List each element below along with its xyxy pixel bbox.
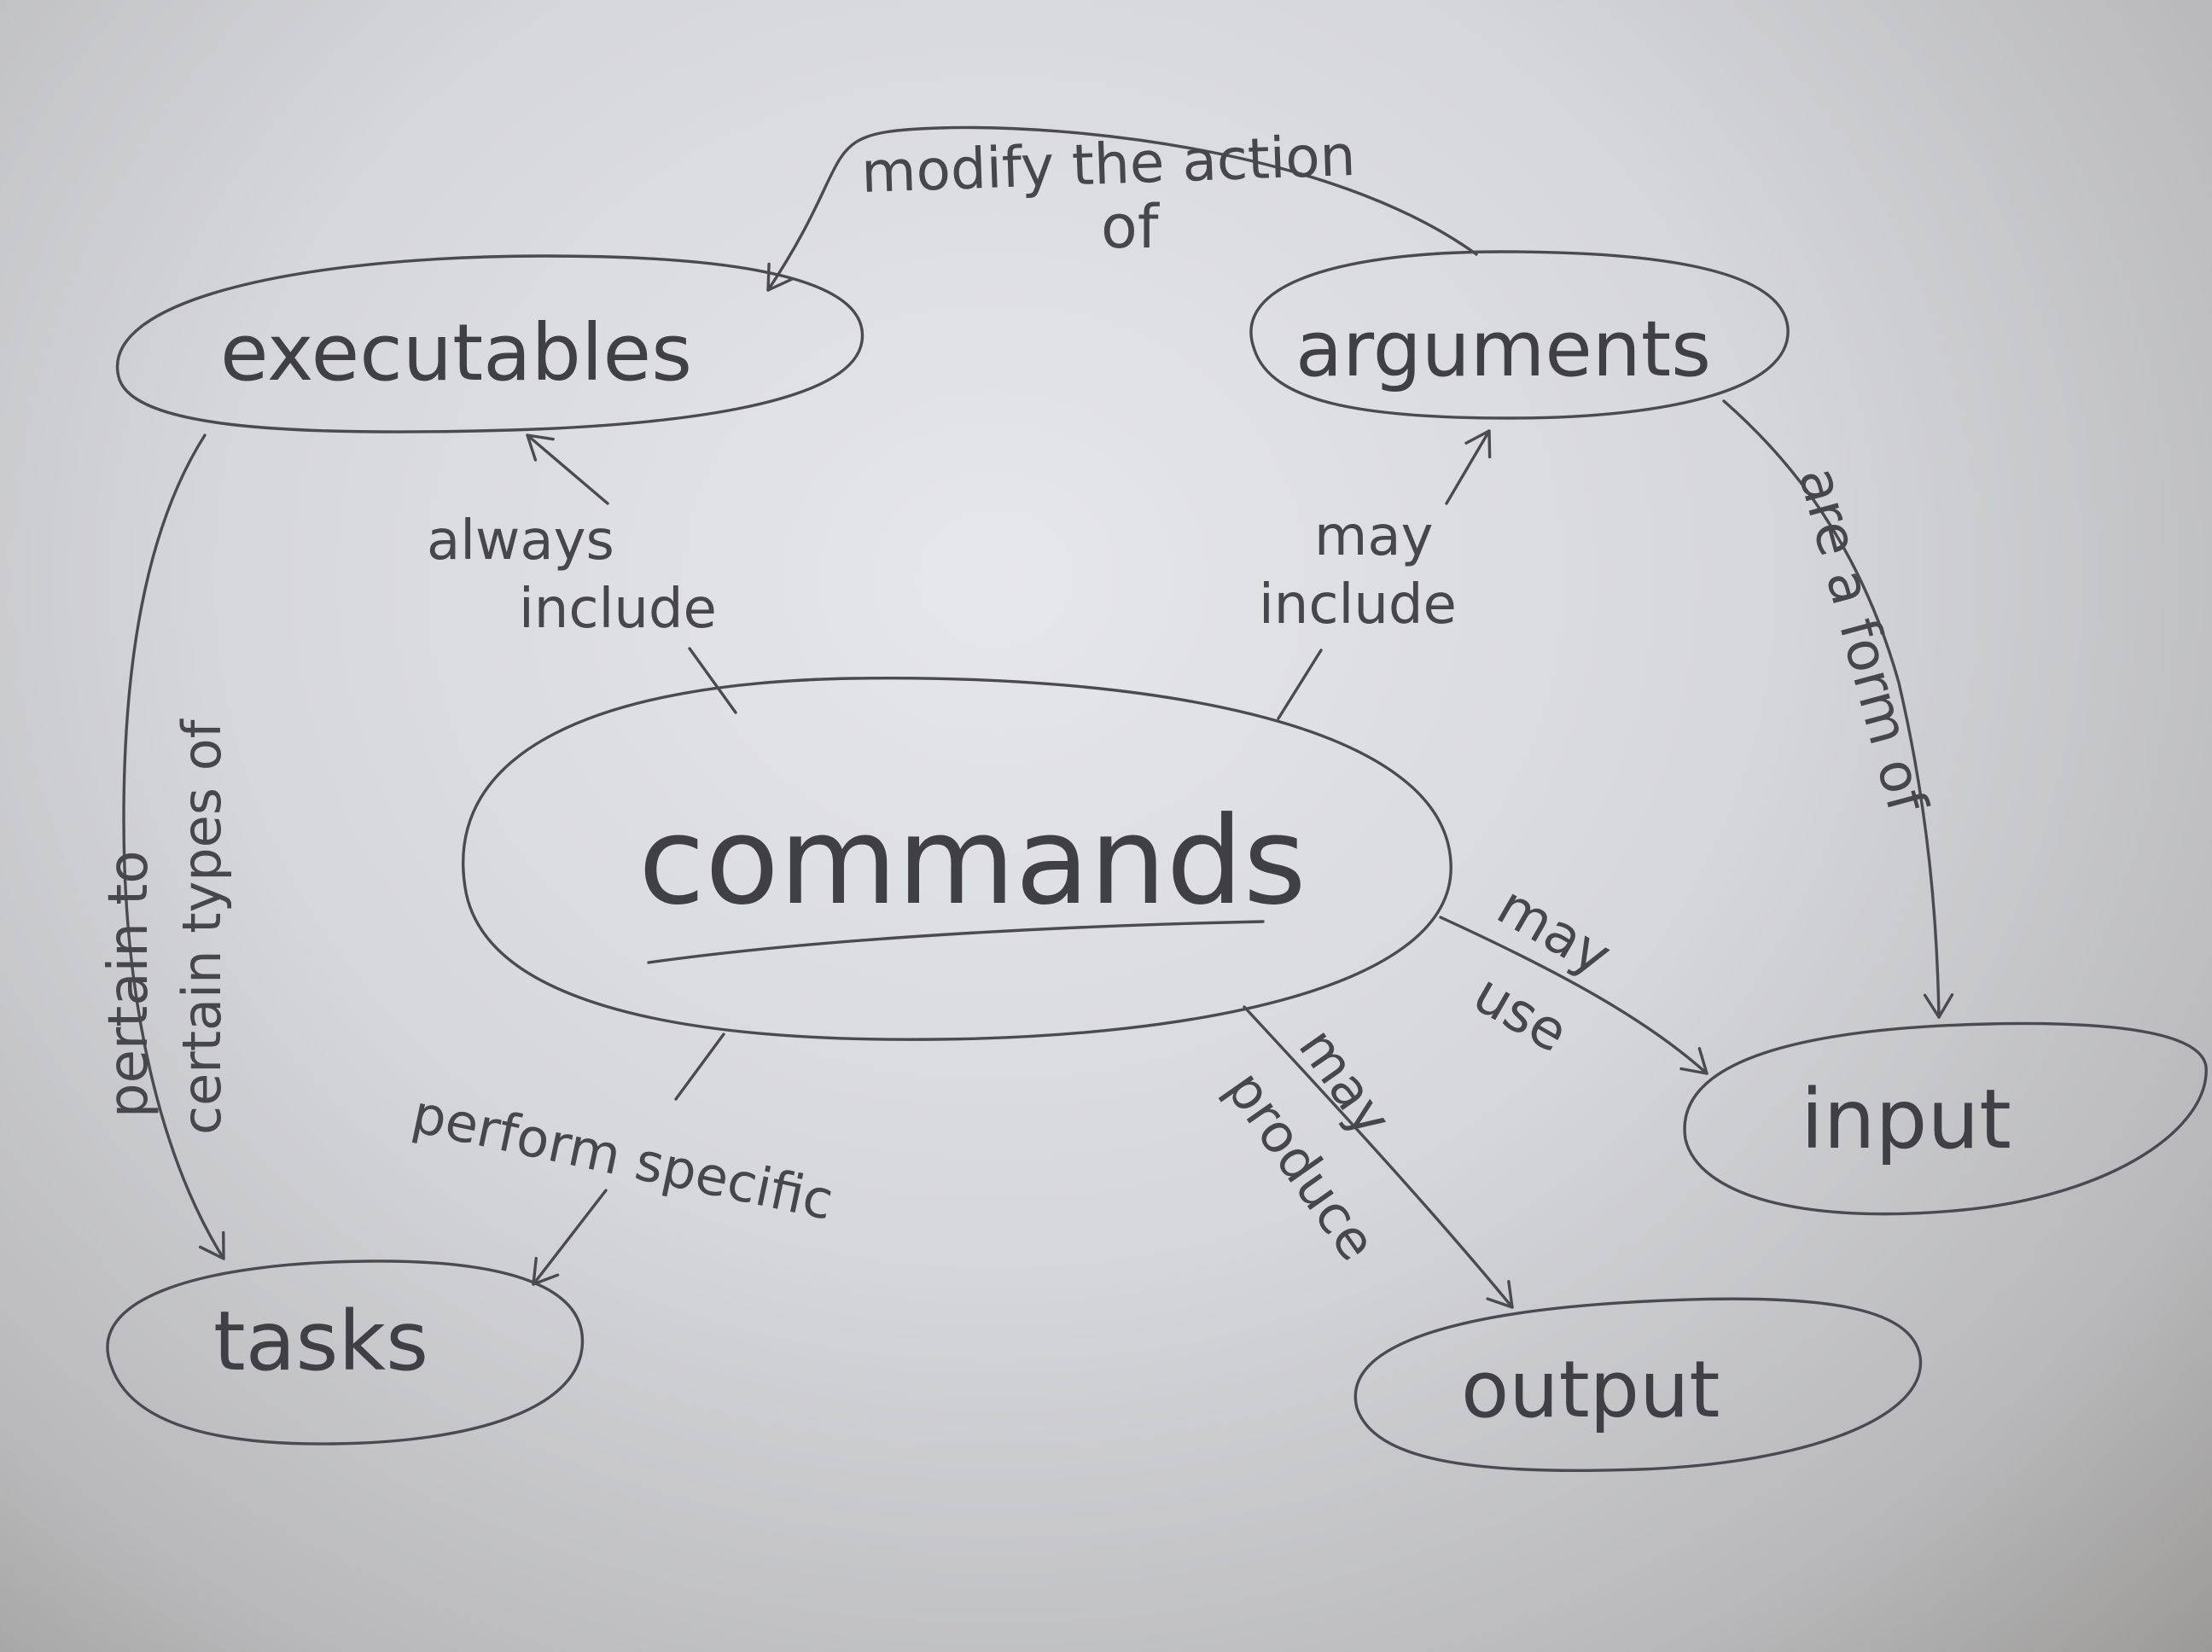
- arguments-ellipse: [1249, 250, 1790, 420]
- edge-always-label-1: always: [427, 509, 614, 573]
- edge-form-of: are a form of: [1722, 399, 1954, 1019]
- edge-modify-label-2: of: [1101, 192, 1160, 262]
- output-label: output: [1461, 1344, 1720, 1435]
- tasks-ellipse: [106, 1259, 585, 1446]
- edge-may-include-label-2: include: [1259, 573, 1457, 637]
- edge-pertain-label-1: pertain to: [97, 850, 160, 1118]
- edge-may-produce-line: [1243, 1005, 1514, 1309]
- edge-perform: perform specific: [407, 1032, 839, 1286]
- edge-pertain-label-2: certain types of: [171, 718, 233, 1135]
- input-label: input: [1801, 1072, 2011, 1167]
- edge-may-include-label-1: may: [1314, 505, 1433, 568]
- edge-always-include: always include: [427, 433, 737, 714]
- edge-may-include-arrow: [1445, 429, 1492, 505]
- edge-always-stub: [688, 647, 737, 714]
- edge-modify-action: modify the action of: [766, 123, 1478, 292]
- output-ellipse: [1353, 1297, 1923, 1473]
- arguments-label: arguments: [1295, 305, 1711, 394]
- edge-may-include: may include: [1259, 429, 1492, 720]
- edge-modify-line: [766, 125, 1478, 292]
- node-executables: executables: [116, 254, 864, 433]
- edge-may-use-line: [1439, 916, 1708, 1075]
- node-input: input: [1683, 1021, 2208, 1216]
- executables-ellipse: [116, 254, 864, 433]
- node-output: output: [1353, 1297, 1923, 1473]
- edge-always-label-2: include: [519, 578, 717, 641]
- edge-pertain: pertain to certain types of: [97, 433, 233, 1260]
- edge-form-of-label: are a form of: [1786, 461, 1939, 820]
- edge-may-use: may use: [1439, 875, 1708, 1075]
- edge-perform-label: perform specific: [407, 1082, 839, 1232]
- edge-pertain-line: [122, 433, 225, 1260]
- edge-form-of-line: [1722, 399, 1954, 1019]
- commands-ellipse: [462, 676, 1452, 1041]
- node-arguments: arguments: [1249, 250, 1790, 420]
- edge-perform-stub: [674, 1032, 725, 1101]
- edge-always-arrow: [526, 433, 609, 505]
- edge-may-produce: may produce: [1214, 1005, 1514, 1309]
- edge-perform-arrow: [532, 1189, 608, 1286]
- node-commands: commands: [462, 676, 1452, 1041]
- executables-label: executables: [220, 307, 692, 398]
- node-tasks: tasks: [106, 1259, 585, 1446]
- edge-may-include-stub: [1277, 649, 1323, 720]
- commands-underline: [647, 920, 1265, 964]
- tasks-label: tasks: [213, 1294, 428, 1389]
- input-ellipse: [1683, 1021, 2208, 1216]
- edge-may-use-label-2: use: [1463, 963, 1578, 1066]
- commands-label: commands: [638, 791, 1307, 932]
